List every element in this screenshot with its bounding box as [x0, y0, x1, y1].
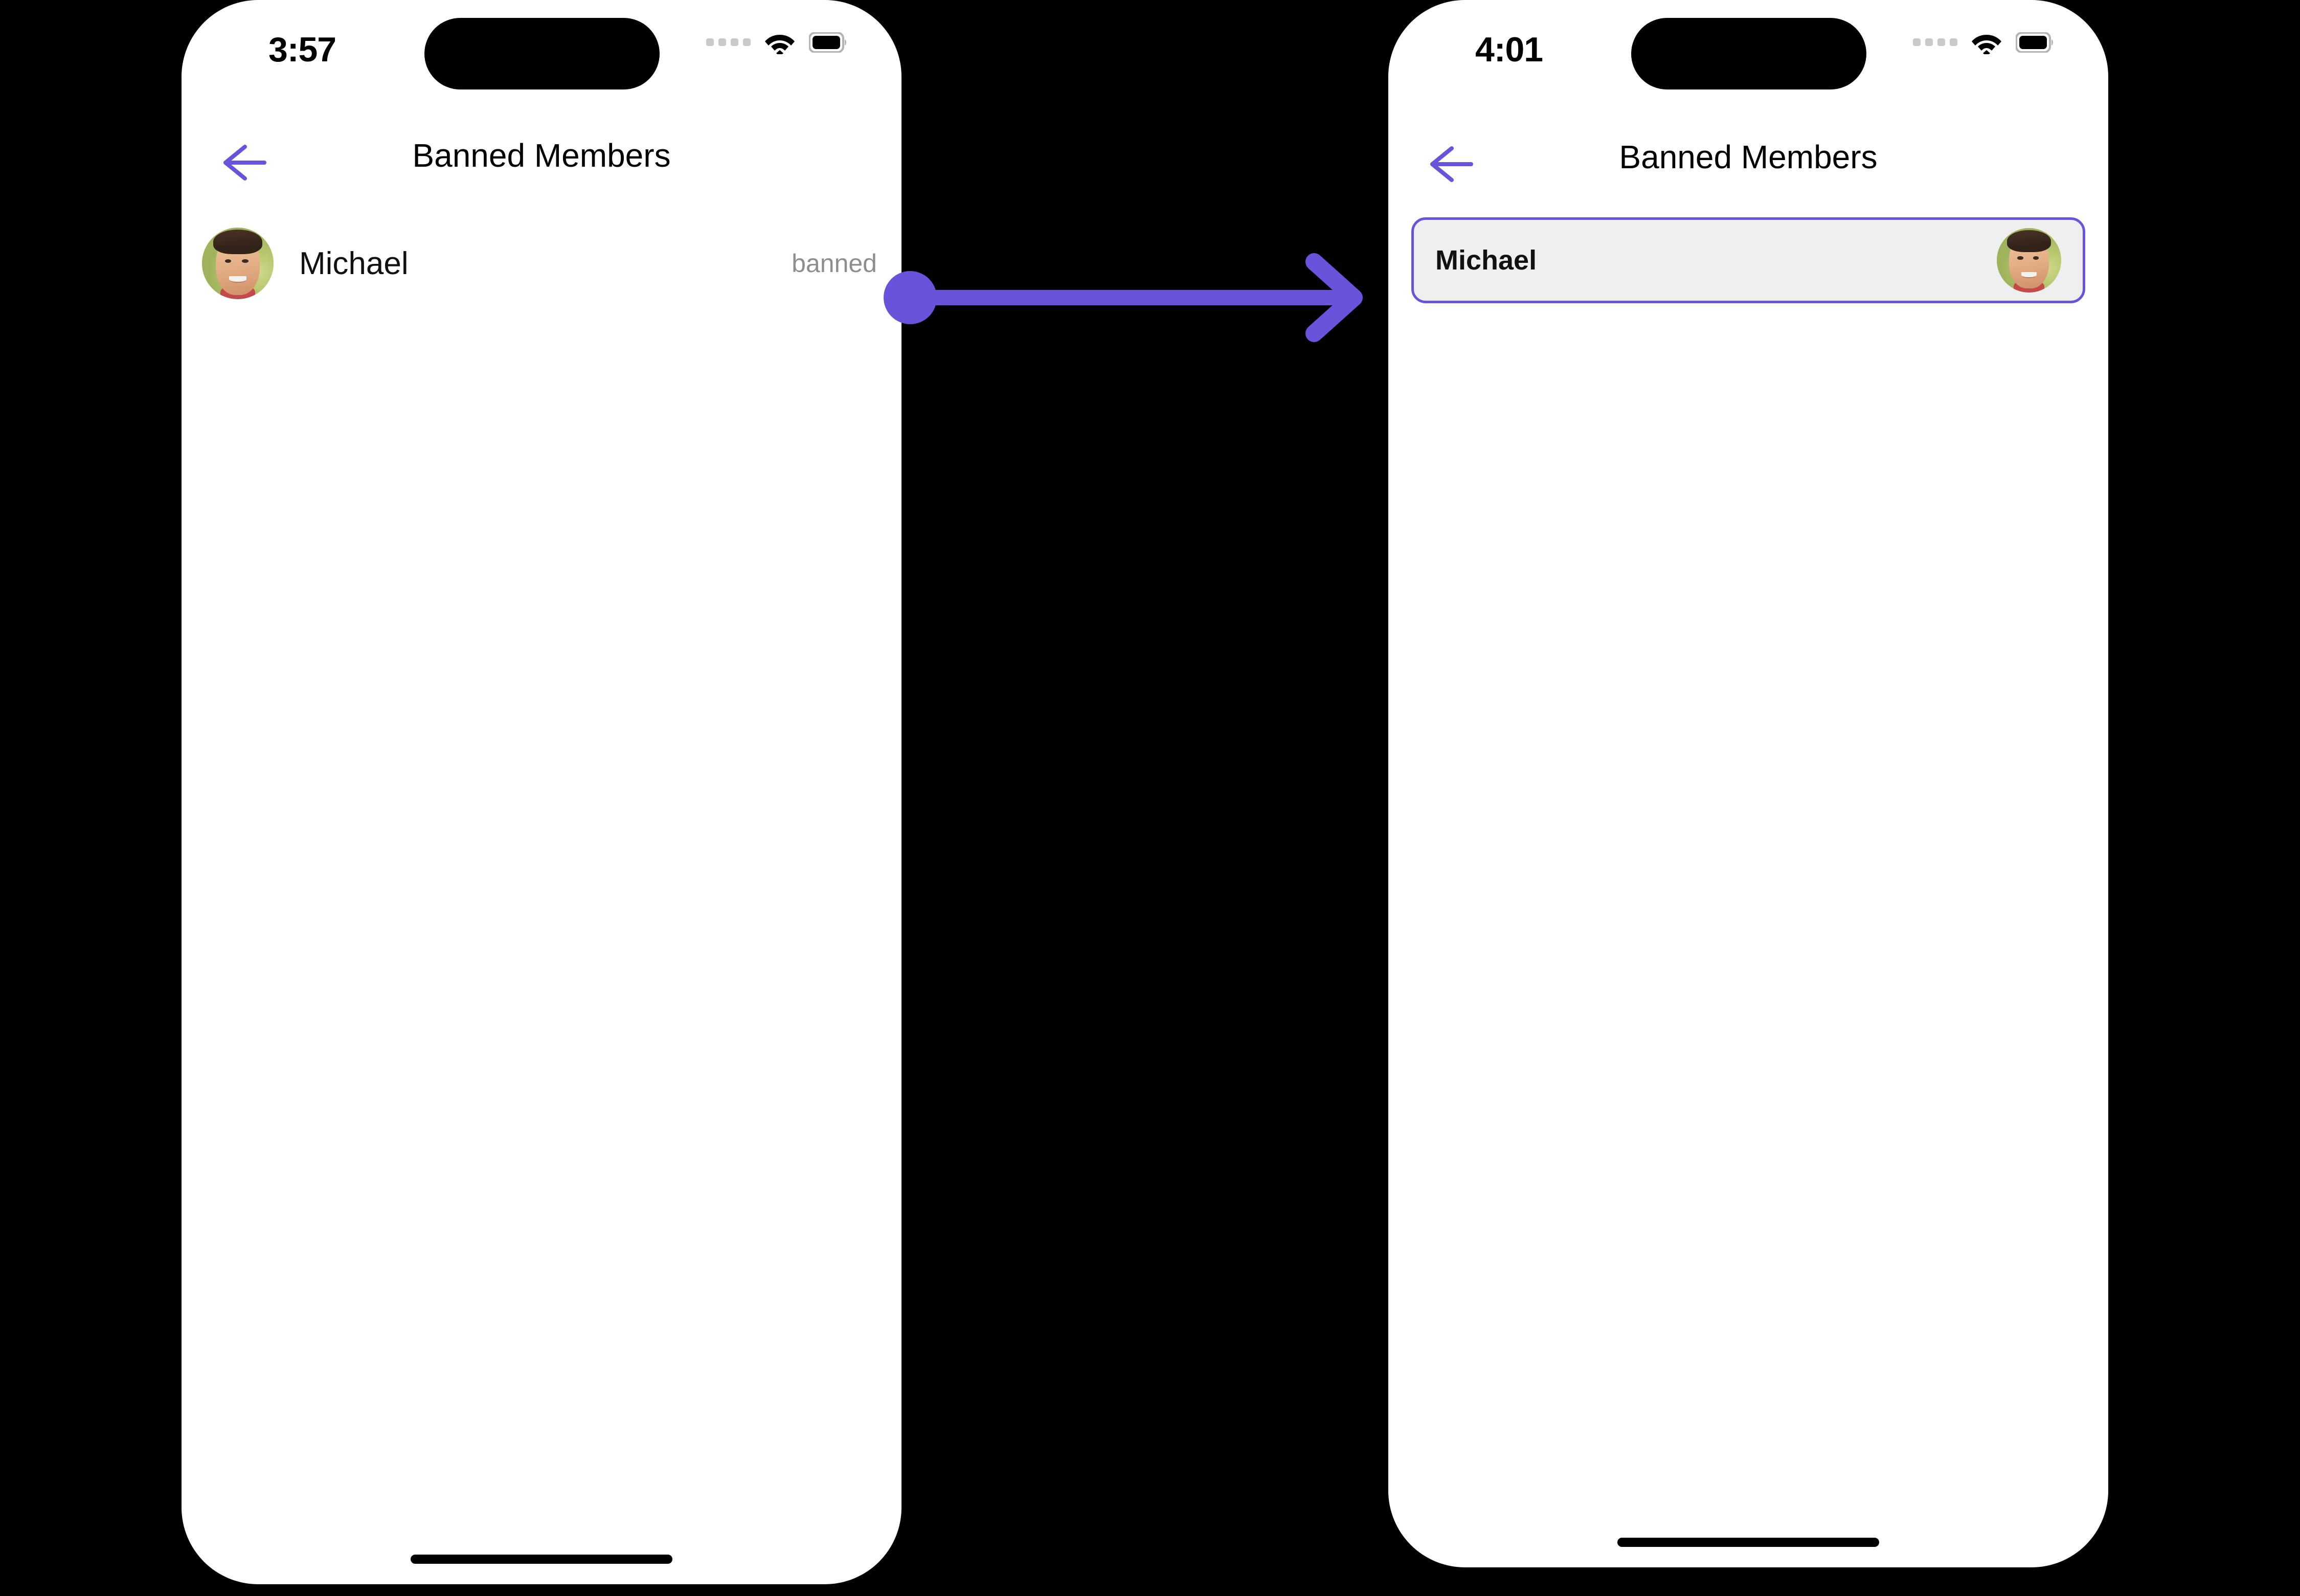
back-button[interactable]: [213, 140, 269, 186]
phone-screen-before: 3:57 Banned Members: [182, 0, 901, 1584]
cellular-dots-icon: [706, 38, 751, 46]
page-title: Banned Members: [1619, 139, 1878, 175]
avatar: [202, 228, 274, 299]
list-item[interactable]: Michael banned: [202, 228, 882, 299]
wifi-icon: [765, 35, 795, 54]
arrow-head: [1305, 253, 1363, 342]
wifi-icon: [1972, 35, 2001, 54]
status-bar: 4:01: [1388, 0, 2108, 97]
member-name: Michael: [1435, 245, 1537, 276]
status-icons: [706, 31, 848, 54]
home-indicator: [1617, 1538, 1879, 1547]
page-title: Banned Members: [412, 137, 671, 174]
member-name: Michael: [299, 245, 409, 281]
navigation-bar: Banned Members: [182, 130, 901, 197]
battery-icon: [2016, 32, 2053, 53]
avatar: [1997, 228, 2061, 293]
selected-member-card[interactable]: Michael: [1411, 217, 2085, 303]
status-time: 3:57: [268, 30, 336, 69]
status-icons: [1913, 31, 2055, 54]
back-button[interactable]: [1420, 141, 1476, 187]
back-arrow-icon: [1430, 146, 1473, 182]
battery-icon: [809, 32, 846, 53]
dynamic-island: [1631, 18, 1866, 89]
back-arrow-icon: [223, 145, 266, 181]
phone-screen-after: 4:01 Banned Members: [1388, 0, 2108, 1567]
status-badge: banned: [792, 249, 877, 278]
cellular-dots-icon: [1913, 38, 1957, 46]
navigation-bar: Banned Members: [1388, 132, 2108, 198]
status-bar: 3:57: [182, 0, 901, 97]
home-indicator: [411, 1555, 672, 1564]
status-time: 4:01: [1475, 30, 1543, 69]
dynamic-island: [424, 18, 660, 89]
transition-arrow-annotation: [884, 253, 1363, 342]
